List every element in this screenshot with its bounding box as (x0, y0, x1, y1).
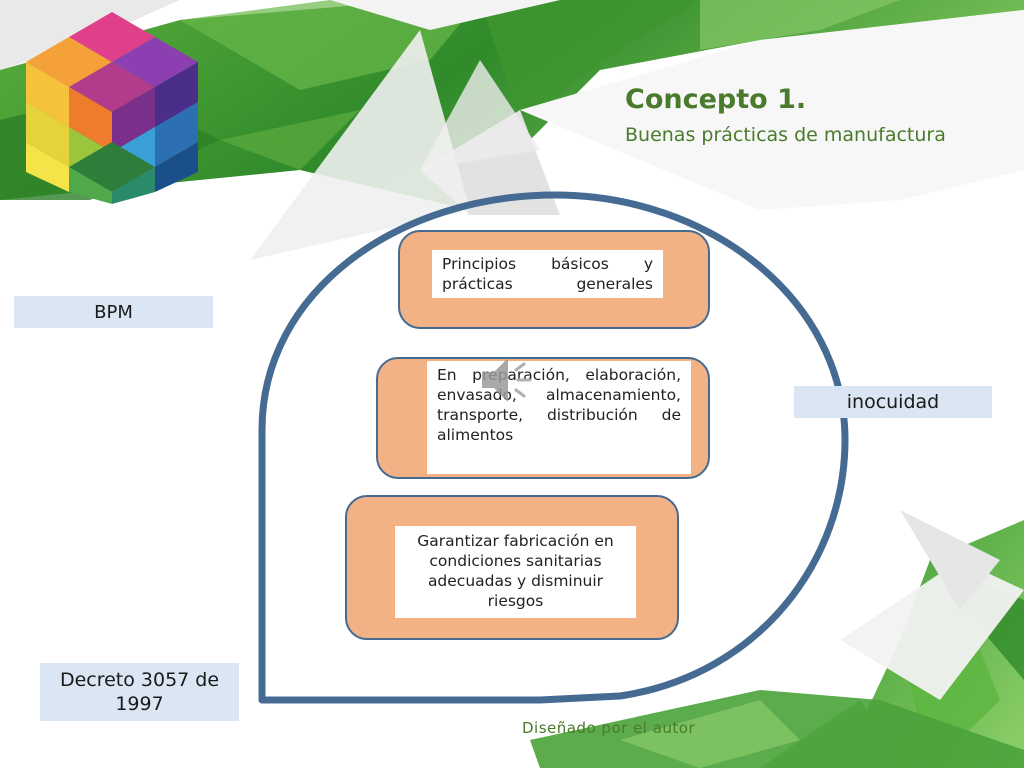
bpm-label: BPM (14, 296, 213, 328)
inocuidad-label: inocuidad (794, 386, 992, 418)
slide-title: Concepto 1. (625, 84, 807, 115)
concept-text-principles: Principios básicos y prácticas generales (432, 250, 663, 298)
decreto-label: Decreto 3057 de 1997 (40, 663, 239, 721)
concept-text-scope: En preparación, elaboración, envasado, a… (427, 361, 691, 474)
speaker-icon[interactable] (478, 352, 542, 408)
slide-subtitle: Buenas prácticas de manufactura (625, 124, 946, 146)
author-credit: Diseñado por el autor (522, 719, 696, 737)
cube-logo-icon (26, 12, 198, 204)
concept-text-goal: Garantizar fabricación en condiciones sa… (395, 526, 636, 618)
